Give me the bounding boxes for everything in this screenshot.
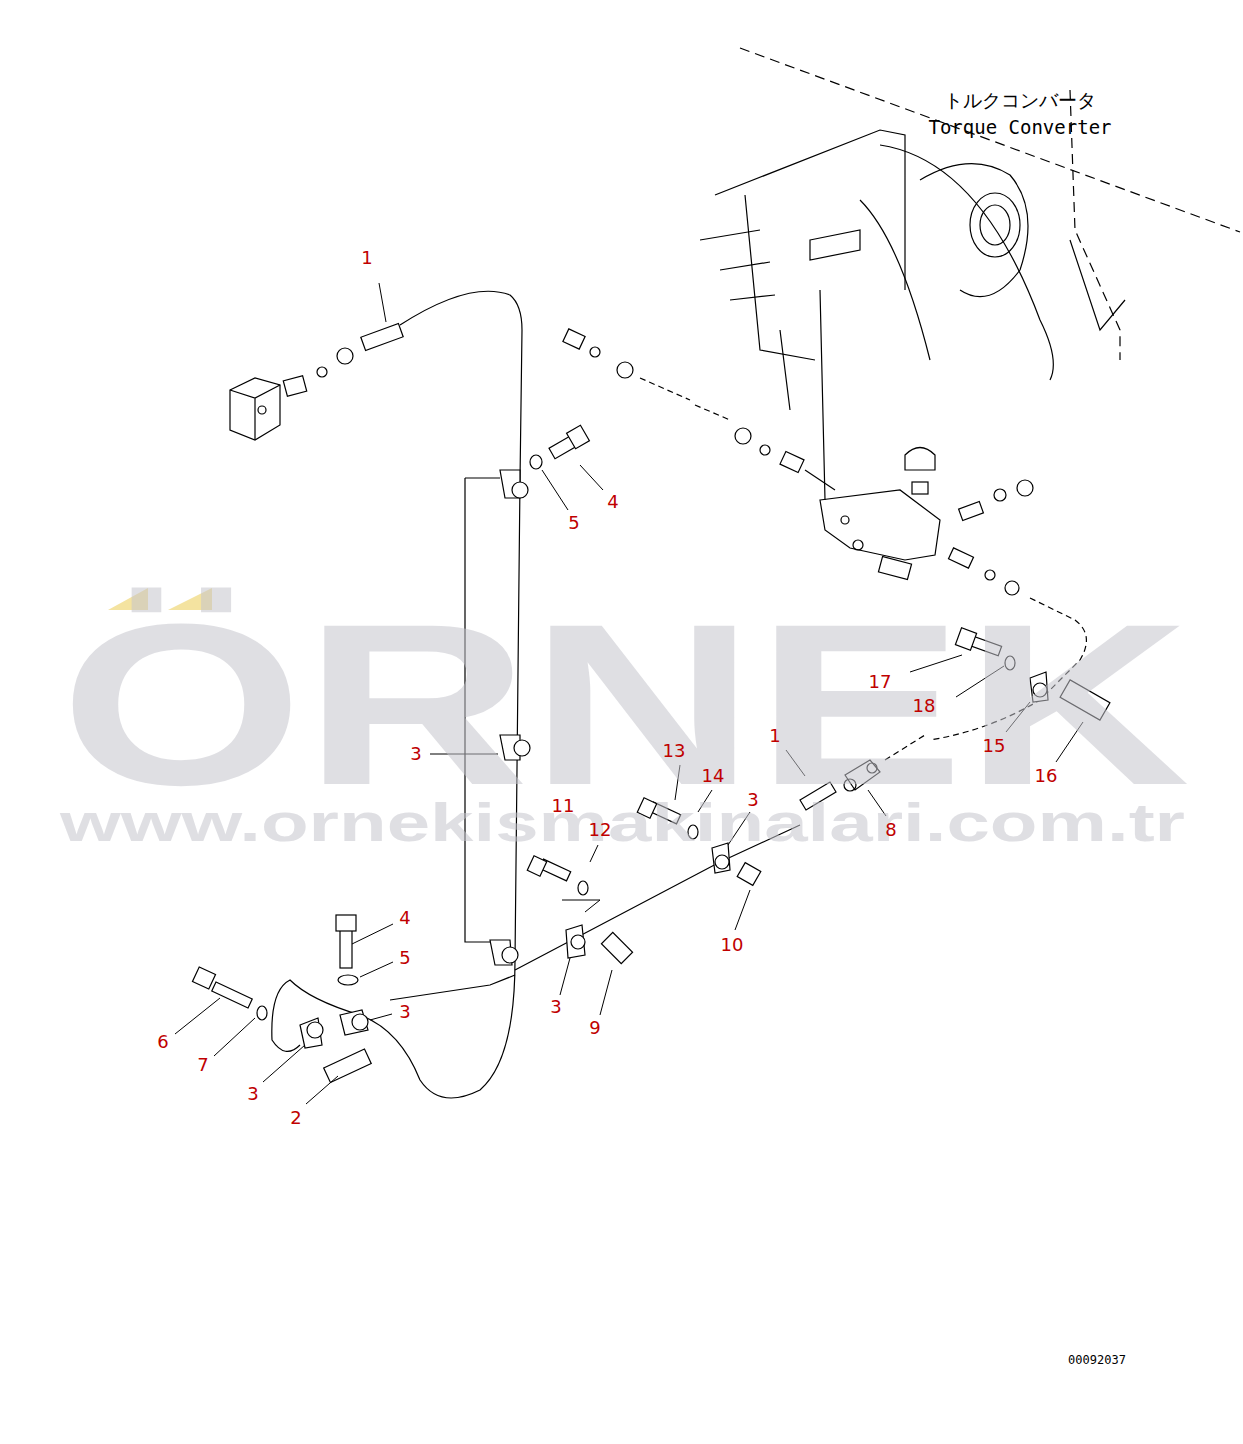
callout-number: 3 bbox=[550, 998, 561, 1016]
callout-number: 3 bbox=[247, 1085, 258, 1103]
callout-number: 12 bbox=[589, 821, 612, 839]
callout-number: 7 bbox=[197, 1056, 208, 1074]
callout-number: 3 bbox=[747, 791, 758, 809]
callout-number: 17 bbox=[869, 673, 892, 691]
callout-number: 5 bbox=[568, 514, 579, 532]
drawing-number: 00092037 bbox=[1068, 1354, 1126, 1366]
callout-number: 1 bbox=[361, 249, 372, 267]
watermark-logo: ÖRNEK bbox=[60, 590, 1190, 820]
callout-number: 1 bbox=[769, 727, 780, 745]
callout-number: 11 bbox=[552, 797, 575, 815]
callout-number: 5 bbox=[399, 949, 410, 967]
callout-number: 13 bbox=[663, 742, 686, 760]
callout-number: 18 bbox=[913, 697, 936, 715]
component-title: トルクコンバータ bbox=[944, 91, 1096, 110]
callout-number: 9 bbox=[589, 1019, 600, 1037]
callout-number: 2 bbox=[290, 1109, 301, 1127]
callout-number: 15 bbox=[983, 737, 1006, 755]
callout-number: 16 bbox=[1035, 767, 1058, 785]
callout-number: 3 bbox=[399, 1003, 410, 1021]
watermark-url: www.ornekismakinalari.com.tr bbox=[60, 795, 1185, 849]
callout-number: 3 bbox=[410, 745, 421, 763]
callout-number: 6 bbox=[157, 1033, 168, 1051]
callout-number: 4 bbox=[399, 909, 410, 927]
callout-number: 8 bbox=[885, 821, 896, 839]
callout-number: 4 bbox=[607, 493, 618, 511]
callout-number: 10 bbox=[721, 936, 744, 954]
component-title: Torque Converter bbox=[928, 118, 1111, 137]
callout-number: 14 bbox=[702, 767, 725, 785]
